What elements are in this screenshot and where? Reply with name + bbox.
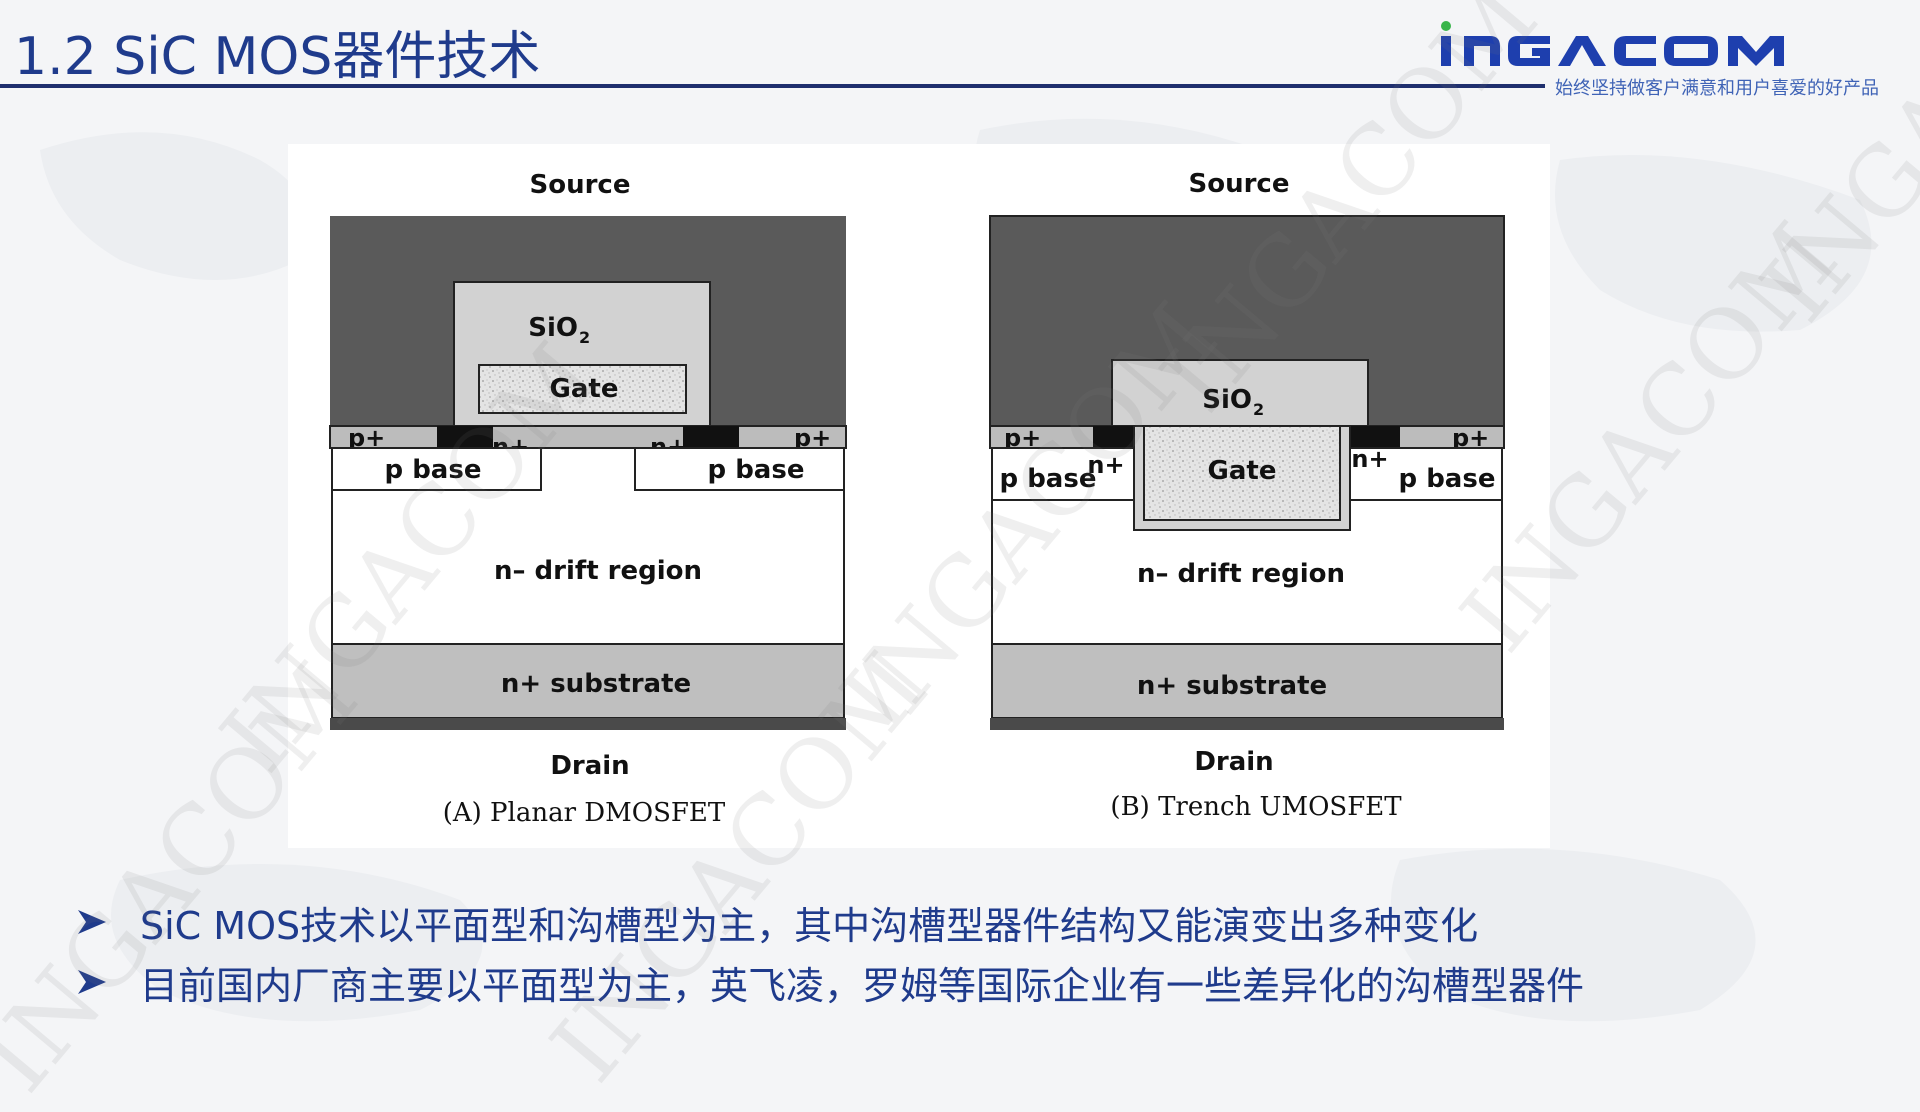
mosfet-cross-sections: Source SiO 2 Gate p+ n+ n+ p+ p base p b… <box>329 169 1505 828</box>
planar-drain-metal <box>330 718 846 730</box>
planar-dmosfet-diagram: Source SiO 2 Gate p+ n+ n+ p+ p base p b… <box>329 170 847 828</box>
bullet-item: SiC MOS技术以平面型和沟槽型为主，其中沟槽型器件结构又能演变出多种变化 <box>72 892 1584 952</box>
trench-caption: (B) Trench UMOSFET <box>1110 792 1402 822</box>
trench-oxide <box>1111 359 1369 427</box>
trench-n-plus-contact-right <box>1346 426 1400 448</box>
planar-gate <box>478 364 687 414</box>
planar-p-base-right-label: p base <box>708 455 805 485</box>
planar-p-base-left-label: p base <box>385 455 482 485</box>
planar-drain-label: Drain <box>550 751 629 781</box>
bullet-item: 目前国内厂商主要以平面型为主，英飞凌，罗姆等国际企业有一些差异化的沟槽型器件 <box>72 952 1584 1012</box>
page-title: 1.2 SiC MOS器件技术 <box>14 27 541 87</box>
title-underline <box>0 84 1545 88</box>
bullet-text: 目前国内厂商主要以平面型为主，英飞凌，罗姆等国际企业有一些差异化的沟槽型器件 <box>140 963 1585 1008</box>
planar-oxide-label: SiO <box>528 313 578 343</box>
ingacom-logo <box>1441 21 1784 66</box>
trench-substrate-label: n+ substrate <box>1137 671 1327 701</box>
planar-substrate-label: n+ substrate <box>501 669 691 699</box>
trench-n-plus-right: n+ <box>1351 445 1388 473</box>
planar-n-plus-contact-right <box>683 426 739 448</box>
planar-contact-strip <box>329 425 847 449</box>
planar-caption: (A) Planar DMOSFET <box>443 798 726 828</box>
trench-umosfet-diagram: Source SiO 2 p+ p+ p base n+ n+ p base G… <box>989 169 1505 822</box>
arrow-bullet-icon <box>78 910 106 934</box>
trench-p-base-left-label: p base <box>1000 464 1097 494</box>
planar-source-label: Source <box>530 170 631 200</box>
trench-source-label: Source <box>1189 169 1290 199</box>
trench-oxide-label: SiO <box>1202 385 1252 415</box>
planar-drift-label: n– drift region <box>494 556 702 586</box>
trench-drain-metal <box>990 718 1504 730</box>
trench-gate <box>1143 425 1341 521</box>
arrow-bullet-icon <box>78 970 106 994</box>
planar-p-base-left <box>331 447 542 491</box>
planar-oxide-subscript: 2 <box>579 328 590 347</box>
trench-gate-label: Gate <box>1208 456 1277 486</box>
mosfet-figure-panel: Source SiO 2 Gate p+ n+ n+ p+ p base p b… <box>288 144 1550 848</box>
bullet-list: SiC MOS技术以平面型和沟槽型为主，其中沟槽型器件结构又能演变出多种变化 目… <box>72 892 1584 1012</box>
planar-p-base-right <box>634 447 845 491</box>
trench-oxide-subscript: 2 <box>1253 400 1264 419</box>
planar-gate-label: Gate <box>550 374 619 404</box>
trench-drain-label: Drain <box>1194 747 1273 777</box>
trench-substrate <box>991 643 1503 719</box>
trench-drift-label: n– drift region <box>1137 559 1345 589</box>
planar-n-plus-contact-left <box>437 426 493 448</box>
slogan: 始终坚持做客户满意和用户喜爱的好产品 <box>1555 78 1879 99</box>
bullet-text: SiC MOS技术以平面型和沟槽型为主，其中沟槽型器件结构又能演变出多种变化 <box>140 903 1479 948</box>
trench-n-plus-left: n+ <box>1087 451 1124 479</box>
trench-p-base-right-label: p base <box>1399 464 1496 494</box>
